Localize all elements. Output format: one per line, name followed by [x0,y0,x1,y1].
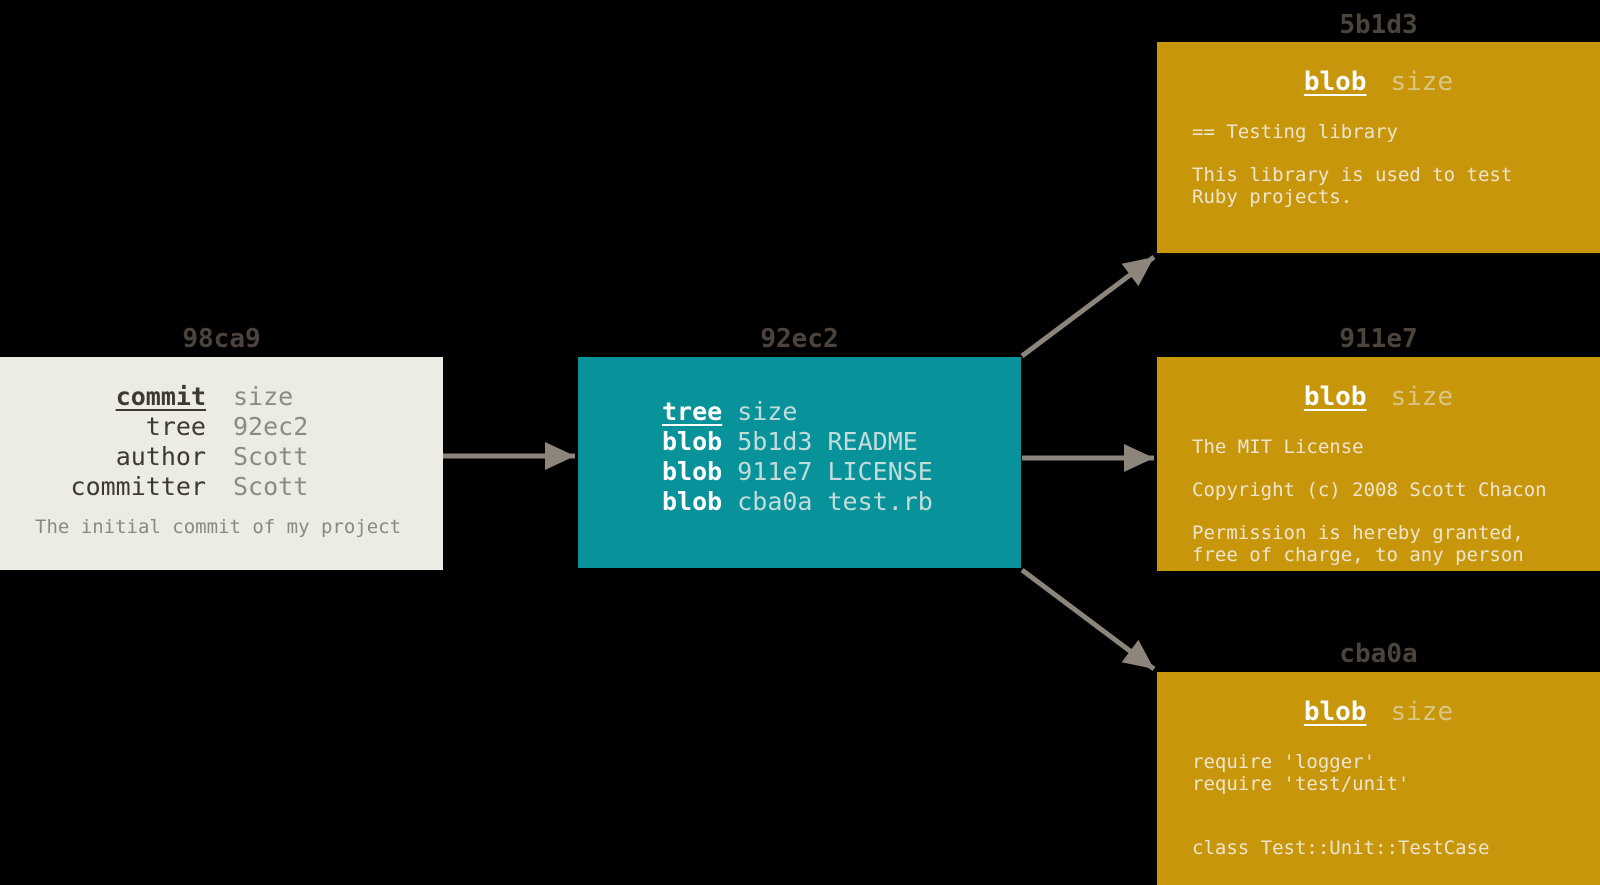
commit-message: The initial commit of my project [35,516,402,538]
blob-size-value: size [1390,67,1454,97]
blob-header: blob size [1157,697,1600,727]
blob-keyword: blob [1303,697,1367,727]
tree-entry-row: blob cba0a test.rb [662,487,933,517]
commit-field-row: author Scott [0,442,443,472]
tree-entries: tree size blob 5b1d3 README blob 911e7 LICENS… [662,397,933,517]
blob-object-box-testrb: blob size require 'logger' require 'test/… [1157,672,1600,885]
commit-field-row: tree 92ec2 [0,412,443,442]
tree-entry-row: blob 5b1d3 README [662,427,933,457]
commit-fields: commit size tree 92ec2 author Scott comm… [0,382,443,502]
commit-author-key: author [115,442,206,471]
tree-hash-label: 92ec2 [760,324,839,354]
blob-size-value: size [1390,697,1454,727]
entry-filename: test.rb [827,487,933,516]
blob-content: require 'logger' require 'test/unit' cla… [1192,751,1490,859]
tree-size-value: size [737,397,798,426]
commit-tree-value: 92ec2 [233,412,309,441]
arrow-tree-to-blob-cba0a [1020,568,1156,671]
tree-keyword: tree [662,397,723,426]
tree-header-row: tree size [662,397,933,427]
blob-content: == Testing library This library is used … [1192,121,1513,208]
entry-hash: 5b1d3 [737,427,813,456]
tree-object-box: tree size blob 5b1d3 README blob 911e7 LICENS… [578,357,1021,568]
entry-hash: cba0a [737,487,813,516]
commit-keyword: commit [115,382,206,411]
blob-keyword: blob [1303,67,1367,97]
commit-author-value: Scott [233,442,309,471]
blob-hash-label: 5b1d3 [1339,10,1418,40]
blob-object-box-readme: blob size == Testing library This library… [1157,42,1600,253]
commit-committer-value: Scott [233,472,309,501]
blob-object-box-license: blob size The MIT License Copyright (c) 2… [1157,357,1600,571]
entry-filename: README [827,427,918,456]
commit-object-box: commit size tree 92ec2 author Scott comm… [0,357,443,570]
entry-type: blob [662,457,723,486]
blob-keyword: blob [1303,382,1367,412]
tree-entry-row: blob 911e7 LICENSE [662,457,933,487]
blob-hash-label: 911e7 [1339,324,1418,354]
commit-field-row: commit size [0,382,443,412]
entry-filename: LICENSE [827,457,933,486]
commit-hash-label: 98ca9 [182,324,261,354]
blob-header: blob size [1157,67,1600,97]
entry-type: blob [662,427,723,456]
blob-hash-label: cba0a [1339,639,1418,669]
arrow-tree-to-blob-5b1d3 [1020,255,1156,358]
blob-size-value: size [1390,382,1454,412]
commit-tree-key: tree [145,412,206,441]
commit-field-row: committer Scott [0,472,443,502]
entry-type: blob [662,487,723,516]
commit-size-value: size [233,382,294,411]
blob-header: blob size [1157,382,1600,412]
commit-committer-key: committer [70,472,206,501]
blob-content: The MIT License Copyright (c) 2008 Scott… [1192,436,1547,566]
entry-hash: 911e7 [737,457,813,486]
